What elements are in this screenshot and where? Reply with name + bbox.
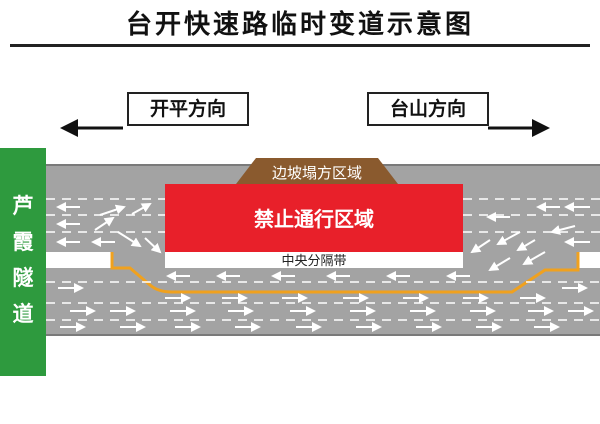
tunnel-name-char: 芦 [12,194,34,218]
median-stub-right [578,252,600,268]
tunnel-block [0,148,46,376]
slope-collapse-label: 边坡塌方区域 [272,164,362,182]
central-median [165,252,463,268]
tunnel-name-char: 霞 [12,230,34,254]
tunnel-name-char: 道 [12,302,34,326]
median-label: 中央分隔带 [281,254,346,269]
left-arrow-icon [60,119,123,137]
traffic-arrows [56,202,594,332]
slope-collapse-zone [236,158,398,184]
no-traffic-zone [165,184,463,252]
title-underline [10,44,590,47]
no-traffic-label: 禁止通行区域 [254,207,374,231]
lane-markings [46,198,600,321]
direction-label-left: 开平方向 [127,92,249,126]
median-stub-left [46,252,112,268]
tunnel-name-char: 隧 [12,266,34,290]
direction-label-right: 台山方向 [367,92,489,126]
right-arrow-icon [488,119,550,137]
page-title: 台开快速路临时变道示意图 [125,10,474,40]
